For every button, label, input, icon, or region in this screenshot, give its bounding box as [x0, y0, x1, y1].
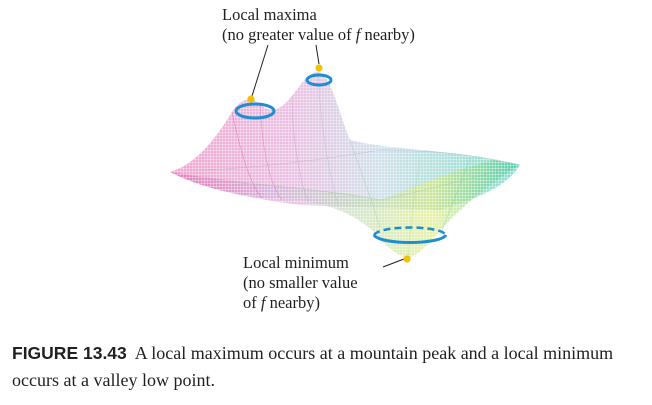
local-maxima-label: Local maxima (no greater value of f near… — [222, 5, 415, 45]
minimum-label-line2: (no smaller value — [243, 273, 358, 292]
minimum-leader — [382, 258, 405, 268]
figure-number: FIGURE 13.43 — [12, 343, 127, 363]
max-ring-left — [234, 102, 276, 120]
maxima-label-line1: Local maxima — [222, 5, 317, 24]
max-ring-right — [305, 73, 333, 87]
maxima-suffix: nearby) — [360, 25, 415, 44]
max-point-left — [247, 95, 255, 103]
min-ring-back — [372, 226, 448, 236]
mesh-lines — [189, 71, 521, 259]
minimum-suffix: nearby) — [265, 293, 320, 312]
minimum-label-line1: Local minimum — [243, 253, 349, 272]
minimum-label-line3: of f nearby) — [243, 293, 358, 313]
maxima-var: f — [355, 25, 361, 44]
caption-text: A local maximum occurs at a mountain pea… — [12, 343, 614, 390]
min-point — [403, 255, 411, 263]
minimum-var: f — [260, 293, 266, 312]
local-minimum-label: Local minimum (no smaller value of f nea… — [243, 253, 358, 313]
min-ring-front — [372, 233, 448, 244]
maxima-leader-right — [315, 44, 320, 65]
maxima-prefix: (no greater value of — [222, 25, 356, 44]
maxima-leader-left — [251, 44, 269, 97]
maxima-label-line2: (no greater value of f nearby) — [222, 25, 415, 45]
max-point-right — [315, 64, 323, 72]
surface-figure — [170, 44, 521, 268]
minimum-prefix: of — [243, 293, 261, 312]
